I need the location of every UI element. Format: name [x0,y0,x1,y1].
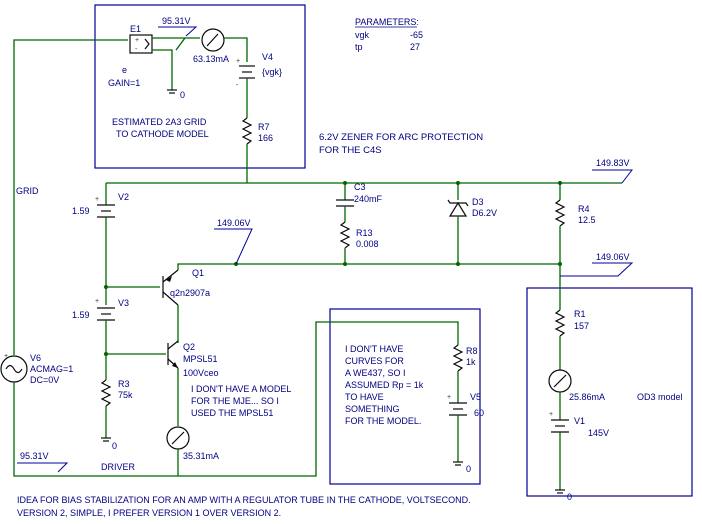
zener-note-line2: FOR THE C4S [319,145,382,156]
we437-note-line3: A WE437, SO I [345,368,406,378]
driver-label: DRIVER [101,462,136,472]
grid-wire [13,39,128,355]
svg-text:+: + [135,37,139,44]
net-label-149-83: 149.83V [596,158,630,168]
resistor-r13 [339,221,351,249]
v1-value: 145V [588,428,609,438]
resistor-r3 [100,379,112,407]
svg-text:+: + [95,298,99,305]
net-label-149-06-right: 149.06V [596,252,630,262]
r8-name: R8 [466,346,478,356]
footer-line1: IDEA FOR BIAS STABILIZATION FOR AN AMP W… [17,495,471,505]
q2-name: Q2 [183,342,195,352]
d3-value: D6.2V [472,208,497,218]
grid-caption-line1: ESTIMATED 2A3 GRID [112,117,207,127]
meter-q2-reading: 35.31mA [183,451,219,461]
resistor-r7 [241,117,253,145]
parameters-block: PARAMETERS: vgk -65 tp 27 [355,17,423,52]
od3-box [526,287,693,497]
svg-text:-: - [135,46,138,53]
param-value-tp: 27 [410,42,420,52]
resistor-r8 [452,344,464,372]
v5-name: V5 [470,392,481,402]
r3-name: R3 [118,379,130,389]
v6-name: V6 [30,353,41,363]
we437-note-line7: FOR THE MODEL. [345,416,421,426]
q2-note: 100Vceo [183,368,219,378]
net-label-95-top: 95.31V [162,16,191,26]
meter-grid-reading: 63.13mA [193,54,229,64]
we437-note-line2: CURVES FOR [345,356,404,366]
od3-title: OD3 model [637,392,683,402]
e1-name: E1 [130,24,141,34]
mje-note-line3: USED THE MPSL51 [191,408,273,418]
v1-name: V1 [574,416,585,426]
svg-text:-: - [236,82,239,89]
q2-model: MPSL51 [183,354,218,364]
c3-name: C3 [354,182,366,192]
we437-note-line1: I DON'T HAVE [345,344,403,354]
grid-model: + - E1 e GAIN=1 95.31V 63.13mA + - V4 {v… [108,16,282,183]
e1-source [129,34,153,54]
v6-dc: DC=0V [30,375,59,385]
footer-line2: VERSION 2, SIMPLE, I PREFER VERSION 1 OV… [17,508,281,518]
ground-grid: 0 [180,90,185,100]
net-label-149-06-left: 149.06V [217,218,251,228]
r1-name: R1 [574,309,586,319]
driver-wire [13,321,459,477]
ground-we437: 0 [466,464,471,474]
r1-value: 157 [574,321,589,331]
e1-gain: GAIN=1 [108,78,140,88]
r4-value: 12.5 [578,215,596,225]
v3-value: 1.59 [72,310,90,320]
c3-value: 240mF [354,194,383,204]
net-label-95-bottom: 95.31V [20,451,49,461]
resistor-r1 [554,309,566,337]
ground-r3: 0 [112,441,117,451]
zener-d3 [448,201,468,217]
mje-note-line2: FOR THE MJE... SO I [191,396,279,406]
r7-value: 166 [258,133,273,143]
r3-value: 75k [118,390,133,400]
q1-name: Q1 [192,268,204,278]
r7-name: R7 [258,122,270,132]
e1-sub: e [122,65,127,75]
r8-value: 1k [466,357,476,367]
mje-note-line1: I DON'T HAVE A MODEL [191,384,291,394]
param-value-vgk: -65 [410,30,423,40]
ammeter-grid-icon [201,28,225,52]
v3-name: V3 [118,298,129,308]
r4-name: R4 [578,204,590,214]
svg-text:+: + [4,353,8,360]
r13-value: 0.008 [356,239,379,249]
v6-acmag: ACMAG=1 [30,364,73,374]
v5-value: 60 [474,408,484,418]
q1-model: q2n2907a [170,288,210,298]
zener-note-line1: 6.2V ZENER FOR ARC PROTECTION [319,132,483,143]
we437-box [329,308,481,485]
v2-value: 1.59 [72,206,90,216]
parameters-title: PARAMETERS: [355,17,419,27]
ground-od3: 0 [567,492,572,502]
grid-model-box [94,4,306,169]
grid-label: GRID [16,186,39,196]
we437-note-line5: TO HAVE [345,392,384,402]
resistor-r4 [554,199,566,227]
param-name-tp: tp [355,42,363,52]
svg-text:+: + [549,411,553,418]
grid-caption-line2: TO CATHODE MODEL [116,129,209,139]
meter-od3-reading: 25.86mA [569,392,605,402]
svg-text:+: + [95,196,99,203]
v4-name: V4 [262,52,273,62]
svg-text:+: + [447,394,451,401]
we437-note-line6: SOMETHING [345,404,400,414]
we437-note-line4: ASSUMED Rp = 1k [345,380,424,390]
v2-name: V2 [118,192,129,202]
r13-name: R13 [356,228,373,238]
param-name-vgk: vgk [355,30,370,40]
v4-value: {vgk} [262,67,282,77]
svg-text:+: + [236,58,240,65]
d3-name: D3 [472,197,484,207]
